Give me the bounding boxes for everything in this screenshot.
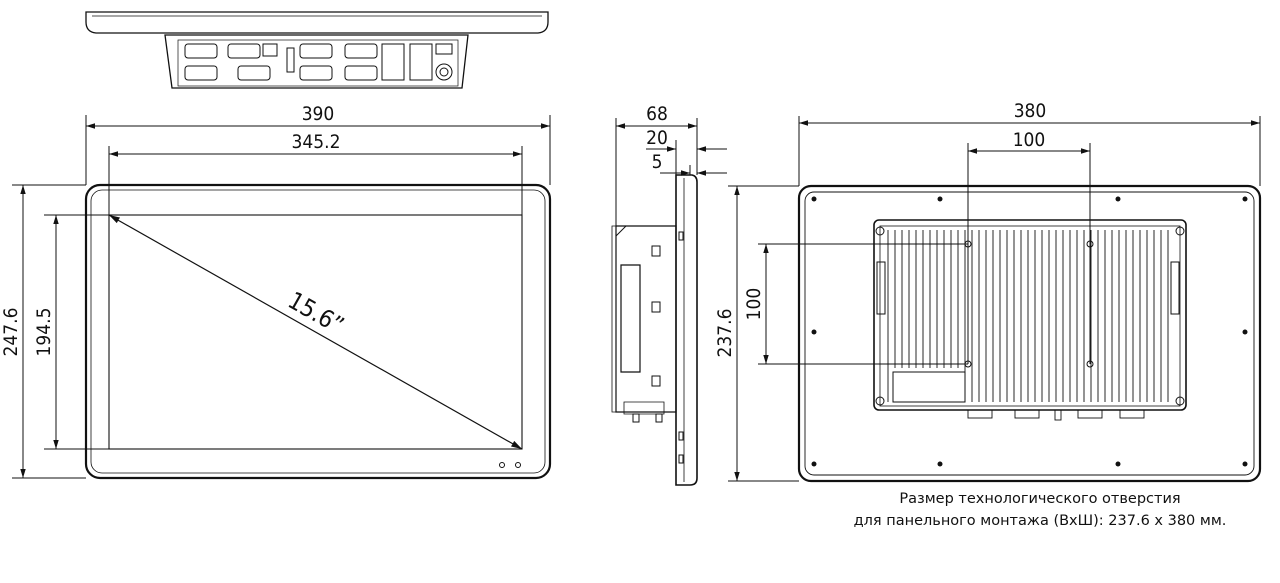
front-view — [84, 183, 552, 480]
side-depth-total-label: 68 — [646, 103, 668, 125]
front-height-outer-label: 247.6 — [0, 308, 22, 357]
caption-line-1: Размер технологического отверстия — [899, 491, 1181, 507]
top-view — [85, 11, 549, 89]
cutout-caption: Размер технологического отверстия для па… — [800, 488, 1280, 532]
side-depth-front-label: 5 — [652, 151, 663, 173]
side-view — [611, 174, 698, 486]
rear-height-outer-label: 237.6 — [714, 309, 736, 358]
front-height-screen-label: 194.5 — [33, 308, 55, 357]
side-depth-bezel-label: 20 — [646, 127, 668, 149]
front-width-outer-label: 390 — [302, 103, 335, 125]
front-width-screen-label: 345.2 — [292, 131, 341, 153]
rear-width-outer-label: 380 — [1014, 100, 1047, 122]
caption-line-2: для панельного монтажа (ВхШ): 237.6 х 38… — [853, 513, 1227, 529]
rear-mount-height-label: 100 — [743, 288, 765, 321]
rear-mount-width-label: 100 — [1013, 129, 1046, 151]
rear-view — [797, 184, 1262, 483]
